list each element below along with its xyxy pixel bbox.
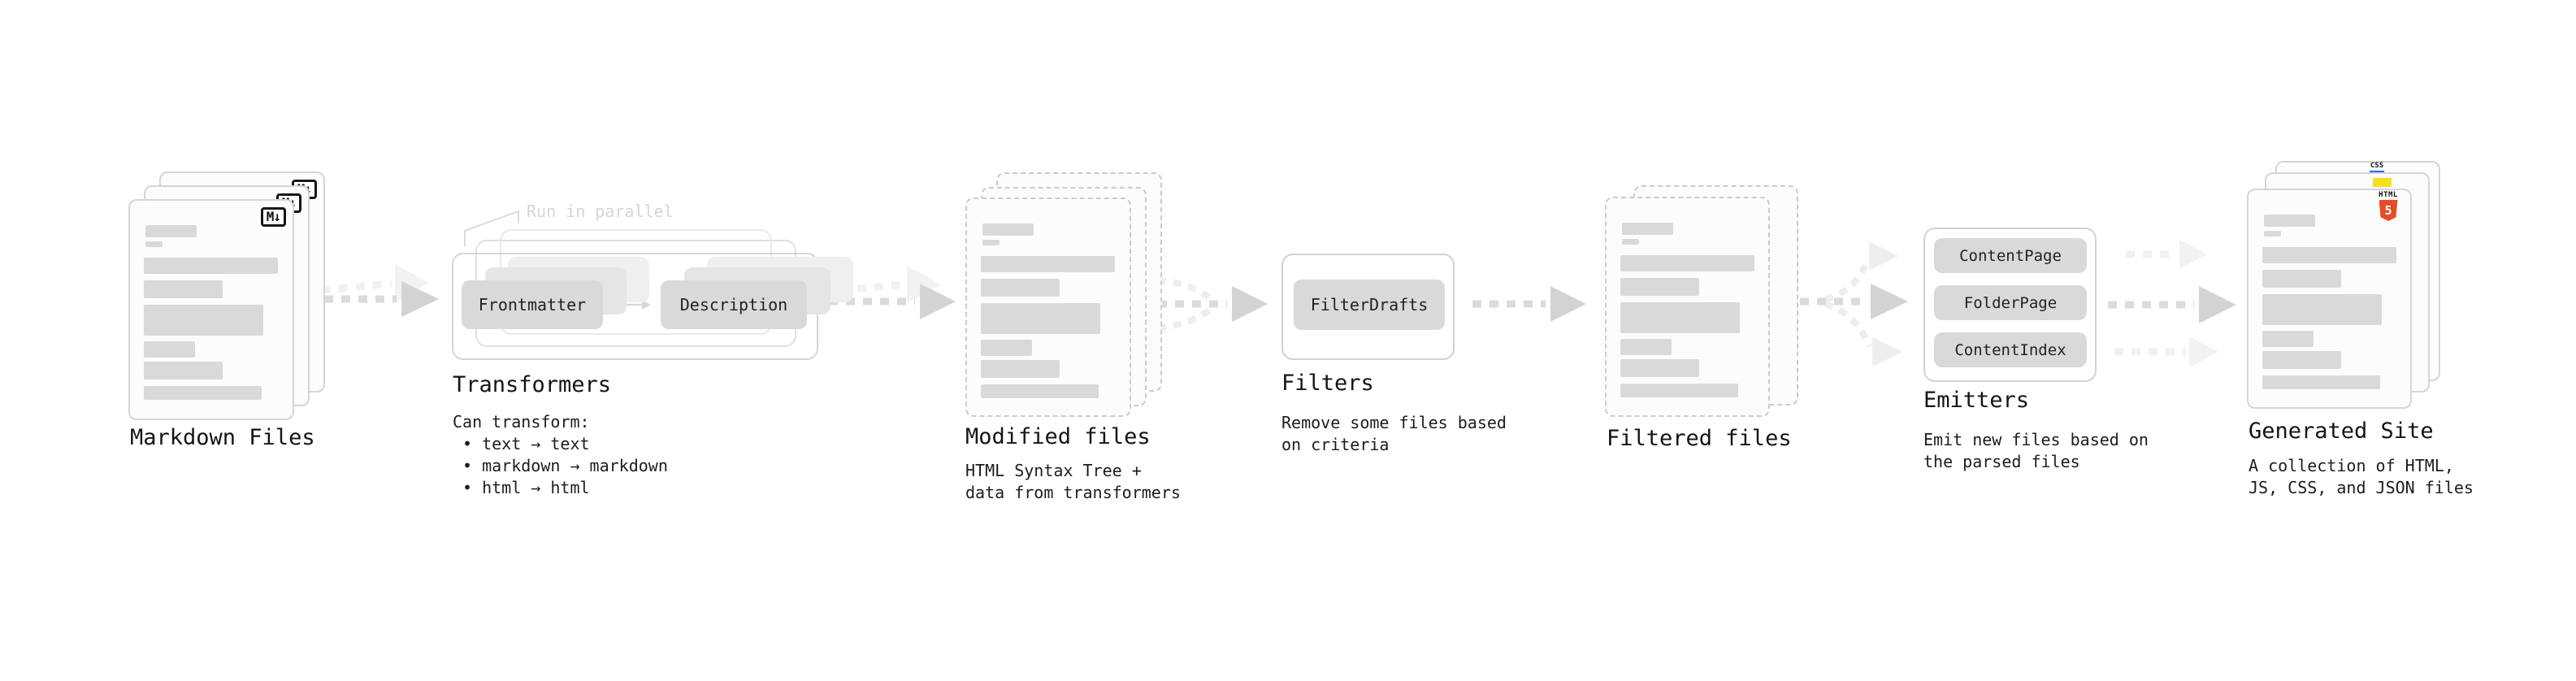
emitters-label: Emitters	[1923, 388, 2030, 413]
caption-line: A collection of HTML,	[2249, 456, 2454, 475]
html5-icon-number: 5	[2384, 203, 2392, 218]
transformers-caption: Can transform: • text → text • markdown …	[453, 411, 668, 499]
file-line	[145, 225, 197, 237]
file-line	[1622, 223, 1673, 235]
file-line	[2264, 215, 2315, 227]
file-line	[982, 223, 1034, 236]
caption-line: the parsed files	[1923, 452, 2080, 471]
file-line	[144, 341, 195, 358]
filterdrafts-button: FilterDrafts	[1294, 280, 1445, 330]
css-icon-text: CSS	[2370, 162, 2384, 170]
modified-file-card-front	[965, 197, 1131, 417]
filtered-file-card-front	[1605, 197, 1770, 417]
file-line	[2262, 294, 2382, 325]
file-line	[144, 258, 278, 274]
file-line	[981, 303, 1100, 334]
modified-files-label: Modified files	[965, 424, 1151, 449]
file-line	[1620, 255, 1754, 271]
js-icon	[2373, 178, 2392, 187]
file-line	[981, 384, 1099, 398]
filters-caption: Remove some files based on criteria	[1281, 412, 1507, 456]
caption-bullet: • html → html	[462, 478, 590, 497]
caption-line: Remove some files based	[1281, 413, 1507, 432]
file-line	[1620, 302, 1740, 333]
file-line	[1620, 278, 1699, 296]
file-line	[2262, 331, 2314, 347]
file-line	[144, 305, 263, 336]
transformers-label: Transformers	[453, 372, 612, 397]
generated-file-card-html	[2247, 189, 2412, 409]
caption-line: JS, CSS, and JSON files	[2249, 478, 2474, 497]
filtered-files-label: Filtered files	[1607, 426, 1792, 451]
arrow-markdown-to-transformers	[307, 264, 439, 317]
file-line	[981, 256, 1115, 272]
run-in-parallel-note: Run in parallel	[527, 202, 674, 221]
caption-bullet: • markdown → markdown	[462, 456, 668, 475]
file-line	[2264, 231, 2281, 236]
html5-icon: HTML 5	[2379, 192, 2398, 221]
file-line	[2262, 375, 2380, 389]
caption-line: data from transformers	[965, 483, 1181, 502]
file-line	[1620, 339, 1672, 355]
generated-site-caption: A collection of HTML, JS, CSS, and JSON …	[2249, 455, 2474, 499]
caption-title: Can transform:	[453, 412, 590, 432]
file-line	[981, 360, 1060, 378]
file-line	[981, 279, 1060, 297]
file-line	[2262, 270, 2341, 288]
file-line	[1620, 384, 1738, 397]
caption-bullet: • text → text	[462, 434, 590, 453]
arrow-transformers-to-modified	[829, 266, 956, 319]
markdown-file-card-front: M↓	[128, 199, 294, 420]
description-step: Description	[661, 280, 807, 329]
frontmatter-step: Frontmatter	[462, 280, 603, 329]
modified-files-caption: HTML Syntax Tree + data from transformer…	[965, 460, 1181, 504]
file-line	[2262, 247, 2396, 263]
file-line	[144, 280, 223, 298]
arrow-emitters-to-generated	[2108, 240, 2236, 367]
file-line	[145, 241, 163, 247]
run-in-parallel-leader-line	[464, 210, 519, 246]
file-line	[982, 240, 1000, 245]
contentindex-button: ContentIndex	[1934, 332, 2087, 367]
caption-line: HTML Syntax Tree +	[965, 461, 1142, 480]
file-line	[2262, 351, 2341, 369]
caption-line: Emit new files based on	[1923, 430, 2149, 449]
folderpage-button: FolderPage	[1934, 285, 2087, 320]
arrow-filtered-to-emitters	[1783, 241, 1908, 367]
html5-icon-shield: 5	[2379, 200, 2398, 221]
caption-line: on criteria	[1281, 435, 1390, 454]
markdown-files-stack: M↓ M↓ M↓	[128, 161, 325, 420]
html5-icon-text: HTML	[2379, 191, 2398, 199]
generated-site-label: Generated Site	[2249, 419, 2434, 444]
filters-label: Filters	[1281, 371, 1374, 396]
markdown-files-label: Markdown Files	[130, 425, 315, 450]
generated-site-stack: CSS HTML 5	[2247, 161, 2440, 409]
emitters-caption: Emit new files based on the parsed files	[1923, 429, 2149, 473]
file-line	[1622, 239, 1639, 245]
contentpage-button: ContentPage	[1934, 238, 2087, 273]
modified-files-stack	[965, 172, 1162, 417]
file-line	[144, 386, 262, 400]
arrow-filters-to-filtered	[1472, 286, 1586, 322]
arrow-modified-to-filters	[1141, 276, 1268, 332]
file-line	[981, 340, 1032, 356]
file-line	[1620, 359, 1699, 377]
file-line	[144, 362, 223, 380]
markdown-icon: M↓	[260, 207, 286, 227]
filtered-files-stack	[1605, 185, 1798, 417]
